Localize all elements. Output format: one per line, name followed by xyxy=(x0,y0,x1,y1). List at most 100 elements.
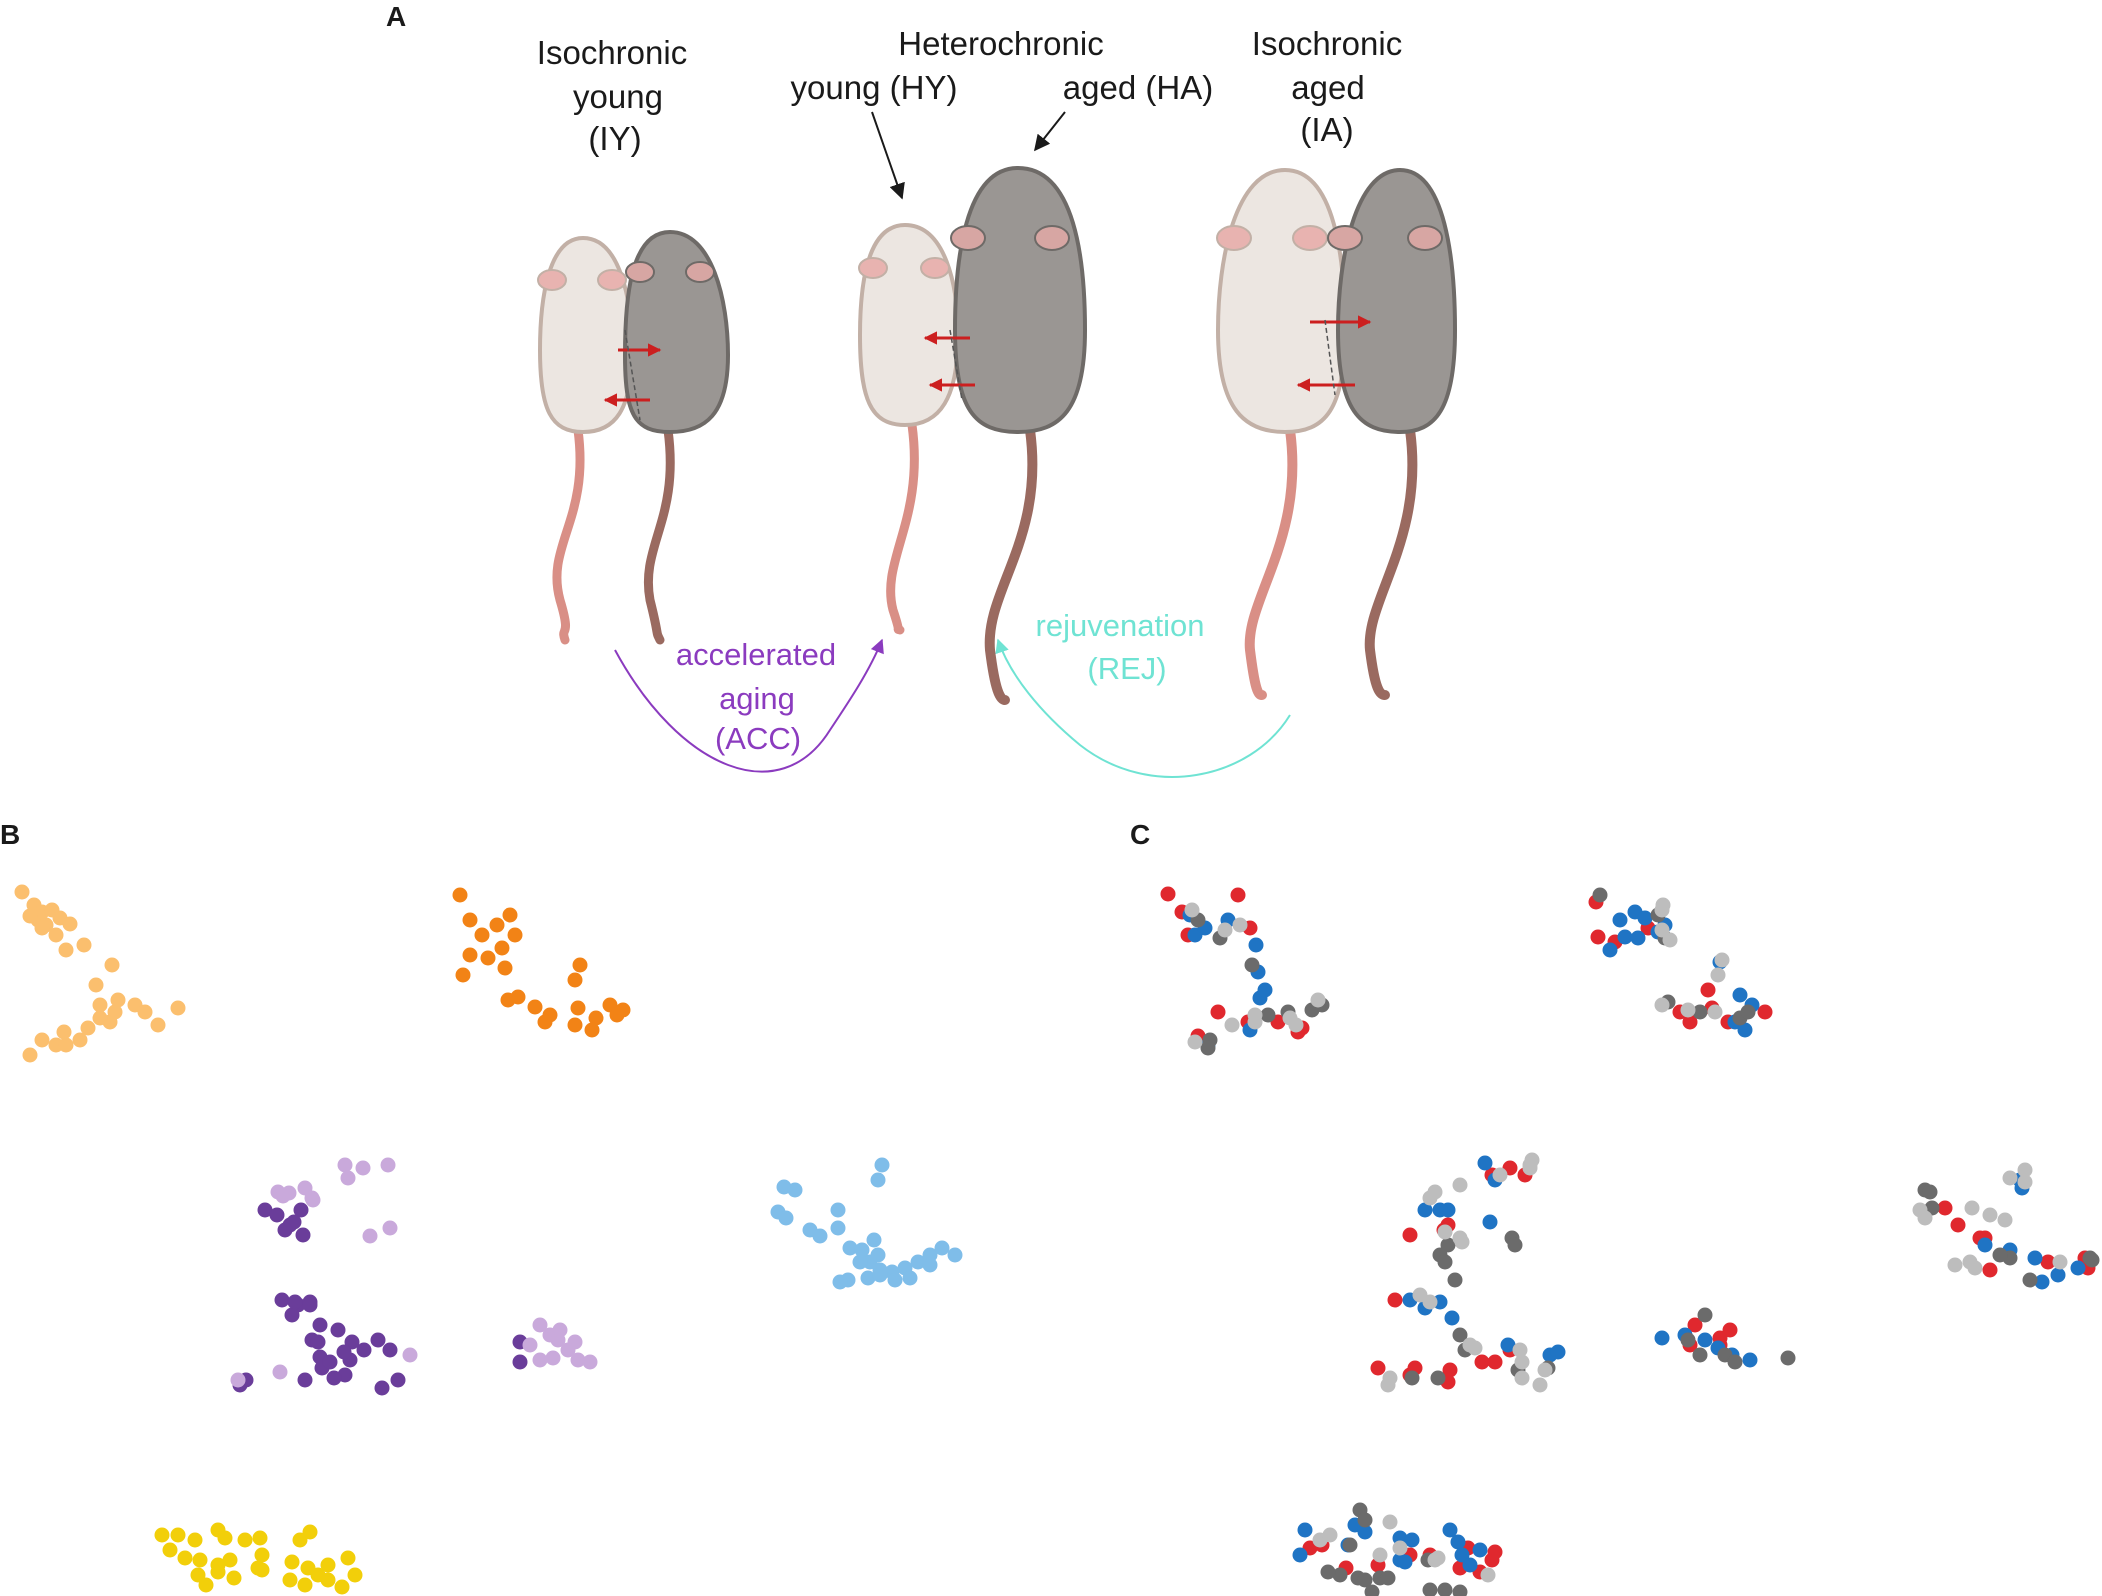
scatter-point-c-0-36 xyxy=(1687,1317,1703,1333)
ia-line1: Isochronic xyxy=(1252,25,1402,62)
scatter-point-b-1-0 xyxy=(452,887,468,903)
acc-line3: (ACC) xyxy=(715,721,801,756)
scatter-point-b-0-10 xyxy=(58,942,74,958)
scatter-point-b-2-11 xyxy=(312,1317,328,1333)
scatter-point-b-3-24 xyxy=(272,1364,288,1380)
scatter-point-c-3-21 xyxy=(1452,1177,1468,1193)
scatter-point-c-2-28 xyxy=(1697,1307,1713,1323)
scatter-point-b-5-12 xyxy=(190,1567,206,1583)
scatter-point-c-3-15 xyxy=(1710,967,1726,983)
scatter-point-c-1-22 xyxy=(1737,1022,1753,1038)
scatter-point-b-5-28 xyxy=(254,1562,270,1578)
scatter-point-c-2-44 xyxy=(1320,1564,1336,1580)
scatter-point-c-0-20 xyxy=(1700,982,1716,998)
rej-curve-arrow xyxy=(995,638,1291,778)
scatter-point-c-2-48 xyxy=(1380,1570,1396,1586)
scatter-point-c-2-9 xyxy=(1592,887,1608,903)
scatter-point-b-2-32 xyxy=(322,1354,338,1370)
scatter-point-c-0-34 xyxy=(1487,1354,1503,1370)
scatter-point-b-0-12 xyxy=(22,908,38,924)
scatter-point-b-1-4 xyxy=(502,907,518,923)
scatter-point-b-5-29 xyxy=(302,1524,318,1540)
scatter-point-c-0-58 xyxy=(1487,1544,1503,1560)
scatter-point-b-0-17 xyxy=(80,1020,96,1036)
scatter-point-c-2-54 xyxy=(1364,1584,1380,1596)
scatter-point-c-3-53 xyxy=(1322,1527,1338,1543)
scatter-point-b-0-29 xyxy=(170,1000,186,1016)
scatter-point-c-1-16 xyxy=(1602,942,1618,958)
scatter-point-c-3-14 xyxy=(1714,952,1730,968)
scatter-point-b-3-7 xyxy=(304,1190,320,1206)
scatter-point-c-2-24 xyxy=(1430,1370,1446,1386)
scatter-point-c-3-10 xyxy=(1224,1017,1240,1033)
scatter-point-b-4-1 xyxy=(787,1182,803,1198)
scatter-point-b-3-11 xyxy=(382,1220,398,1236)
scatter-point-c-0-28 xyxy=(1370,1360,1386,1376)
scatter-point-b-2-30 xyxy=(512,1354,528,1370)
iy-line2: young xyxy=(573,78,663,115)
scatter-point-c-2-16 xyxy=(1440,1237,1456,1253)
scatter-point-c-3-36 xyxy=(1537,1362,1553,1378)
scatter-point-b-4-5 xyxy=(812,1228,828,1244)
scatter-point-b-1-12 xyxy=(567,972,583,988)
scatter-point-c-1-32 xyxy=(1444,1310,1460,1326)
scatter-point-b-1-2 xyxy=(474,927,490,943)
scatter-point-c-1-33 xyxy=(1500,1337,1516,1353)
scatter-point-c-1-15 xyxy=(1617,929,1633,945)
scatter-point-c-1-28 xyxy=(1482,1214,1498,1230)
scatter-point-c-2-2 xyxy=(1244,957,1260,973)
scatter-point-b-0-18 xyxy=(72,1032,88,1048)
scatter-point-b-3-19 xyxy=(582,1354,598,1370)
scatter-point-c-0-33 xyxy=(1474,1354,1490,1370)
scatter-point-b-2-13 xyxy=(344,1334,360,1350)
scatter-point-c-2-49 xyxy=(1422,1582,1438,1596)
scatter-point-c-3-35 xyxy=(1514,1370,1530,1386)
scatter-point-c-3-50 xyxy=(1967,1260,1983,1276)
scatter-point-c-3-45 xyxy=(1997,1212,2013,1228)
scatter-point-c-3-32 xyxy=(1467,1340,1483,1356)
scatter-point-c-0-48 xyxy=(1982,1262,1998,1278)
scatter-point-c-3-34 xyxy=(1514,1354,1530,1370)
scatter-point-b-3-22 xyxy=(532,1352,548,1368)
scatter-point-c-3-33 xyxy=(1512,1342,1528,1358)
scatter-point-b-5-4 xyxy=(217,1530,233,1546)
scatter-point-c-1-60 xyxy=(1472,1542,1488,1558)
scatter-point-c-1-38 xyxy=(1697,1332,1713,1348)
scatter-point-b-1-1 xyxy=(462,912,478,928)
scatter-point-c-3-16 xyxy=(1654,997,1670,1013)
group-label-ha: aged (HA) xyxy=(1063,69,1213,106)
scatter-point-b-4-10 xyxy=(866,1232,882,1248)
scatter-point-b-0-9 xyxy=(76,937,92,953)
iy-line1: Isochronic xyxy=(537,34,687,71)
scatter-point-b-4-26 xyxy=(922,1257,938,1273)
scatter-point-b-5-22 xyxy=(340,1550,356,1566)
scatter-point-b-2-16 xyxy=(382,1342,398,1358)
scatter-point-c-2-47 xyxy=(1357,1572,1373,1588)
scatter-point-c-2-31 xyxy=(1727,1354,1743,1370)
acc-line1: accelerated xyxy=(676,637,836,672)
scatter-point-c-1-59 xyxy=(1454,1547,1470,1563)
scatter-point-b-3-15 xyxy=(552,1322,568,1338)
scatter-point-c-3-18 xyxy=(1680,1002,1696,1018)
scatter-point-c-3-58 xyxy=(1427,1552,1443,1568)
scatter-point-c-2-53 xyxy=(1357,1512,1373,1528)
scatter-point-b-2-14 xyxy=(356,1342,372,1358)
scatter-point-c-0-27 xyxy=(1387,1292,1403,1308)
scatter-point-b-4-8 xyxy=(842,1240,858,1256)
mouse-ha-gray xyxy=(950,165,1088,705)
scatter-point-b-5-9 xyxy=(192,1552,208,1568)
ha-pointer-arrow xyxy=(1034,111,1066,152)
scatter-point-b-2-1 xyxy=(269,1207,285,1223)
scatter-point-c-0-3 xyxy=(1230,887,1246,903)
scatter-point-b-1-23 xyxy=(615,1002,631,1018)
scatter-point-c-2-25 xyxy=(1404,1370,1420,1386)
scatter-point-b-4-6 xyxy=(830,1220,846,1236)
scatter-point-c-1-23 xyxy=(1477,1155,1493,1171)
scatter-point-c-1-12 xyxy=(1637,910,1653,926)
scatter-panel-b xyxy=(14,884,963,1595)
scatter-point-b-1-16 xyxy=(570,1000,586,1016)
scatter-point-c-0-39 xyxy=(1722,1322,1738,1338)
scatter-point-c-1-62 xyxy=(1397,1554,1413,1570)
scatter-point-c-3-28 xyxy=(1454,1234,1470,1250)
